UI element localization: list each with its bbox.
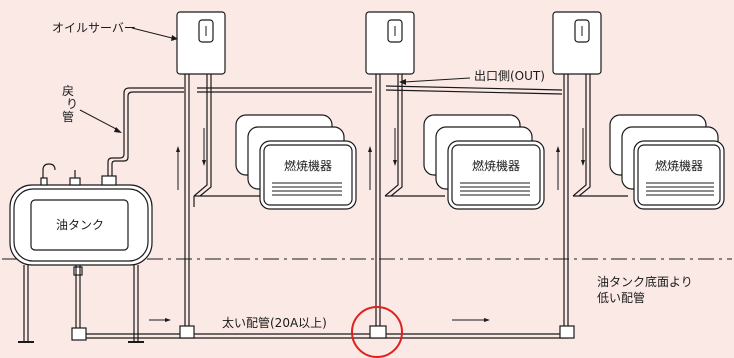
oil-tank [9, 163, 153, 343]
return-pipe-label-3: 管 [62, 109, 74, 124]
return-pipe [107, 85, 563, 176]
outlet-side-label: 出口側(OUT) [474, 69, 545, 83]
thick-piping-label: 太い配管(20A以上) [222, 315, 327, 330]
appliance-group-1 [235, 114, 357, 210]
appliance-3-label: 燃焼機器 [655, 158, 703, 173]
oil-server-label: オイルサーバー [52, 21, 136, 35]
leader-lines [79, 27, 471, 133]
below-tank-label-2: 低い配管 [597, 290, 645, 305]
riser-pipes [176, 73, 569, 326]
oil-server-2 [365, 11, 415, 75]
main-supply-pipe [71, 318, 575, 341]
highlight-circle [351, 306, 403, 358]
return-pipe-label-1: 戻 [62, 84, 74, 98]
below-tank-label-1: 油タンク底面より [597, 274, 693, 289]
oil-tank-label: 油タンク [56, 218, 104, 232]
appliance-2-label: 燃焼機器 [472, 158, 520, 173]
appliance-1-label: 燃焼機器 [284, 158, 332, 173]
oil-server-3 [552, 11, 602, 75]
outlet-pipes [193, 73, 628, 207]
oil-server-1 [176, 11, 226, 75]
return-pipe-label-2: り [66, 97, 78, 111]
appliance-group-2 [423, 114, 545, 210]
appliance-group-3 [609, 114, 725, 210]
